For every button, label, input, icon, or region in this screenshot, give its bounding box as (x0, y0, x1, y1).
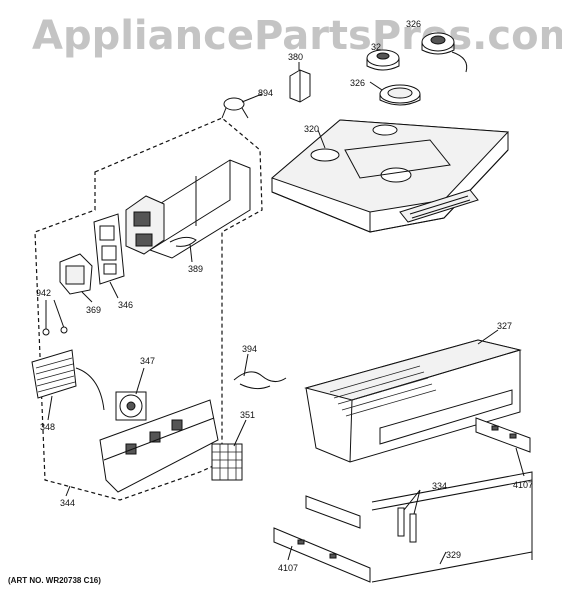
assembly-boundary-dashed (34, 117, 263, 501)
callout-380-bracket: 380 (288, 52, 304, 62)
drawer-frame-part (371, 471, 533, 583)
callout-4107-rail-right: 4107 (513, 480, 534, 490)
callout-346-frame: 346 (118, 300, 134, 310)
callout-344-assembly: 344 (60, 498, 76, 508)
screws-part (42, 299, 68, 336)
watermark-logo: AppliancePartsPros.com (32, 13, 562, 59)
fan-duct-panel-part (99, 399, 219, 493)
callout-394-harness: 394 (242, 344, 258, 354)
callout-894-thermistor: 894 (258, 88, 274, 98)
fan-shroud-part (379, 84, 421, 106)
callout-329-frame: 329 (446, 550, 462, 560)
callout-327-drawer: 327 (497, 321, 513, 331)
damper-frame-part (93, 213, 125, 285)
art-number-caption: (ART NO. WR20738 C16) (8, 576, 101, 585)
callout-942-screws: 942 (36, 288, 52, 298)
damper-housing-part (125, 159, 251, 259)
evaporator-grille-part (31, 349, 105, 411)
wire-harness-389 (169, 236, 197, 247)
callout-320-top-cover: 320 (304, 124, 320, 134)
rollers-part (397, 507, 417, 543)
wire-harness-394 (233, 371, 287, 390)
crisper-drawer-part (304, 339, 522, 463)
screen-part (211, 443, 243, 481)
callout-389-wire: 389 (188, 264, 204, 274)
fan-motor-part (366, 49, 400, 71)
thermistor-part (221, 97, 249, 119)
damper-part (59, 253, 93, 295)
drawer-cover-bracket-part (305, 495, 361, 529)
callout-348-grille: 348 (40, 422, 56, 432)
bracket-part (289, 69, 311, 103)
callout-334-rollers: 334 (432, 481, 448, 491)
leader-lines (47, 62, 525, 565)
callout-347-fan: 347 (140, 356, 156, 366)
callout-4107-rail-left: 4107 (278, 563, 299, 573)
callout-326-fan-blade: 326 (406, 19, 422, 29)
evaporator-fan-part (115, 391, 147, 421)
slide-rail-left-part (273, 527, 371, 583)
top-cover-part (271, 119, 510, 233)
callout-369-damper: 369 (86, 305, 102, 315)
fan-blade-part (421, 32, 468, 73)
slide-rail-right-part (475, 417, 531, 453)
callout-326-fan-shroud: 326 (350, 78, 366, 88)
callout-351-screen: 351 (240, 410, 256, 420)
callout-32-fan-motor: 32 (371, 42, 382, 52)
